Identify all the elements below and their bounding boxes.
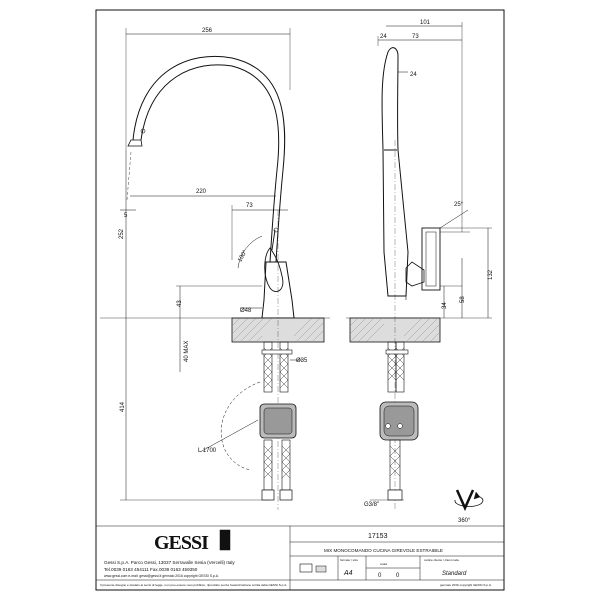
- scale-label: scala: [380, 562, 387, 566]
- title-block: [96, 525, 504, 590]
- front-view: [100, 28, 330, 510]
- product-description: MIX MONOCOMANDO CUCINA GIREVOLE ESTRAIBI…: [324, 548, 443, 553]
- side-dim-total: 101: [420, 20, 431, 26]
- side-dim-right: 73: [412, 34, 419, 40]
- footer-notice: Il presente disegno e tutelato ai sensi …: [100, 583, 287, 587]
- side-dim-angle: 25°: [454, 202, 464, 208]
- client-code-label: codice cliente / client code: [424, 558, 459, 562]
- format-label: formato / size: [340, 558, 358, 562]
- dim-outlet: 5: [124, 213, 128, 219]
- title-block-text: GESSI 17153 MIX MONOCOMANDO CUCINA GIREV…: [100, 532, 492, 587]
- dimension-labels: 256 220 5 73 100° 252 43 Ø48 Ø35 40 MAX …: [119, 20, 494, 524]
- product-code: 17153: [368, 533, 388, 540]
- company-web: www.gessi.com e-mail: gessi@gessi.it gen…: [104, 574, 219, 578]
- scale-value: 0: [378, 573, 382, 579]
- side-view: [346, 22, 492, 510]
- client-code-value: Standard: [442, 571, 467, 577]
- side-dim-spout: 24: [410, 72, 417, 78]
- dim-base-height: 43: [177, 300, 183, 307]
- dim-hose-length: L 1700: [198, 448, 217, 454]
- side-dim-left: 24: [380, 34, 387, 40]
- company-contacts: Tel.0039 0163 454111 Fax.0039 0163 45935…: [104, 567, 198, 572]
- dim-spout-reach: 220: [196, 189, 207, 195]
- dim-hole: Ø35: [296, 358, 308, 364]
- rotation-symbol: [454, 489, 484, 512]
- side-dim-58: 58: [460, 296, 466, 303]
- logo-block: [219, 529, 231, 551]
- company-logo: GESSI: [154, 532, 209, 554]
- dim-max-thickness: 40 MAX: [184, 341, 190, 362]
- dim-height: 252: [119, 228, 125, 239]
- side-dim-34: 34: [442, 302, 448, 309]
- dim-handle-offset: 73: [246, 203, 253, 209]
- page-border: [95, 9, 505, 591]
- dim-under-length: 414: [120, 401, 126, 412]
- dim-angle: 100°: [237, 249, 249, 263]
- company-address: Gessi S.p.A. Parco Gessi, 13037 Serraval…: [104, 560, 235, 565]
- dim-width: 256: [202, 28, 213, 34]
- file-icon: [299, 563, 313, 573]
- side-dim-132: 132: [488, 269, 494, 280]
- rotation-label: 360°: [458, 518, 471, 524]
- side-dim-connection: G3/8": [364, 502, 379, 508]
- format-value: A4: [343, 570, 353, 577]
- dim-base-diameter: Ø48: [240, 308, 252, 314]
- footer-copyright: gennaio 2016 copyright GESSI S.p.A.: [440, 583, 492, 587]
- sheet-value: 0: [396, 573, 400, 579]
